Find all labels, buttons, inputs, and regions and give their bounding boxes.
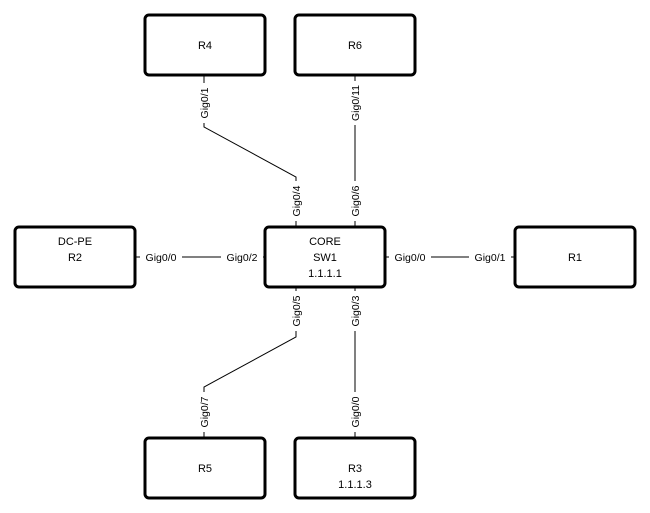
port-label: Gig0/2 (227, 252, 258, 264)
node-r6[interactable]: R6 (293, 13, 417, 77)
node-label: DC-PE (58, 236, 92, 248)
node-r2[interactable]: DC-PE R2 (13, 225, 137, 289)
link-r4-sw1 (203, 75, 297, 227)
port-label: Gig0/3 (350, 295, 362, 326)
node-ip: 1.1.1.3 (338, 479, 372, 491)
node-ip: 1.1.1.1 (308, 268, 342, 280)
port-label: Gig0/4 (291, 185, 303, 216)
port-label: Gig0/1 (475, 252, 506, 264)
node-label: R6 (348, 40, 362, 52)
port-label: Gig0/0 (146, 252, 177, 264)
node-r1[interactable]: R1 (513, 225, 637, 289)
node-r3[interactable]: R3 1.1.1.3 (293, 436, 417, 500)
node-sw1[interactable]: CORE SW1 1.1.1.1 (263, 225, 387, 289)
port-label: Gig0/5 (291, 295, 303, 326)
port-label: Gig0/0 (350, 396, 362, 427)
port-label: Gig0/6 (350, 185, 362, 216)
node-label: CORE (309, 236, 341, 248)
node-r4[interactable]: R4 (143, 13, 267, 77)
port-label: Gig0/0 (395, 252, 426, 264)
node-label: R3 (348, 463, 362, 475)
node-label: R5 (198, 463, 212, 475)
link-sw1-r5 (203, 287, 297, 438)
node-label: R1 (568, 252, 582, 264)
port-label: Gig0/1 (199, 87, 211, 118)
node-label: R4 (198, 40, 212, 52)
port-label: Gig0/11 (350, 85, 362, 121)
node-label: R2 (68, 252, 82, 264)
port-labels-layer: Gig0/1 Gig0/4 Gig0/11 Gig0/6 Gig0/0 Gig0… (140, 81, 511, 432)
node-r5[interactable]: R5 (143, 436, 267, 500)
node-label: SW1 (313, 252, 337, 264)
port-label: Gig0/7 (199, 396, 211, 427)
